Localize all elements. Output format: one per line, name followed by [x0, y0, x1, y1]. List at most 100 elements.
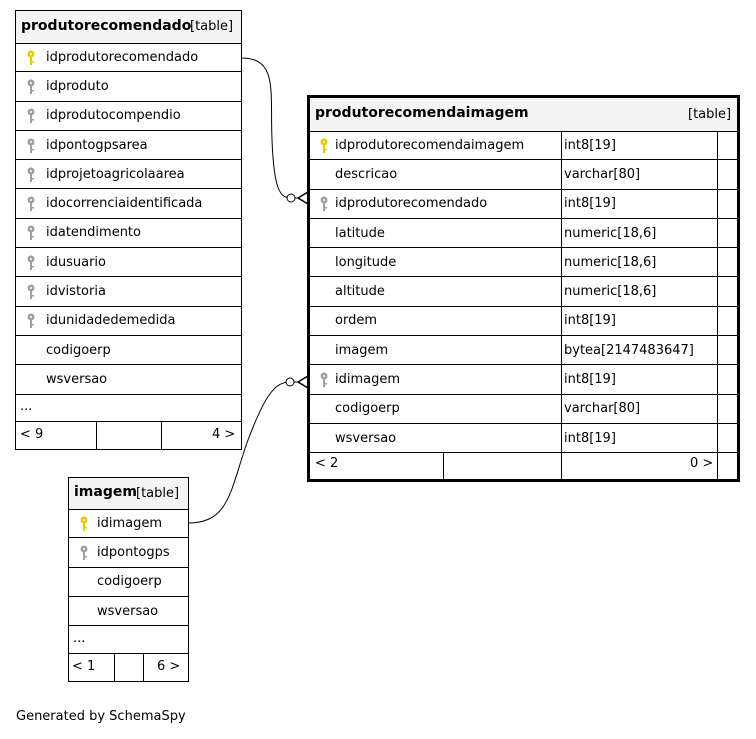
table-row: codigoerp [69, 568, 188, 597]
footer-divider [96, 422, 97, 450]
footer-divider [443, 453, 444, 479]
table-produtorecomendaimagem[interactable]: produtorecomendaimagem [table] idproduto… [307, 95, 740, 482]
column-name: idvistoria [46, 284, 106, 300]
table-type-label: [table] [190, 19, 234, 34]
table-row: idpontogpsarea [16, 131, 241, 161]
foreign-key-icon [26, 196, 36, 212]
children-count: 4 > [212, 427, 236, 442]
relationship-optional-marker [286, 193, 296, 203]
relationship-produtorecomendado-line [240, 57, 300, 199]
column-divider [717, 131, 718, 479]
table-row: wsversao int8[19] [310, 424, 737, 454]
column-name: idocorrenciaidentificada [46, 196, 203, 212]
column-divider [561, 131, 562, 453]
column-name: idproduto [46, 78, 109, 94]
table-type-label: [table] [136, 486, 180, 501]
column-name: idatendimento [46, 225, 141, 241]
children-count: 6 > [157, 659, 181, 674]
footer-divider [561, 453, 562, 479]
foreign-key-icon [319, 372, 329, 388]
column-type: varchar[80] [564, 401, 641, 417]
column-type: int8[19] [564, 313, 616, 329]
generated-by-label: Generated by SchemaSpy [16, 709, 186, 724]
table-header: imagem [table] [69, 478, 188, 510]
column-name: wsversao [335, 430, 397, 446]
primary-key-icon [26, 50, 36, 66]
column-name: wsversao [46, 371, 108, 387]
column-type: numeric[18,6] [564, 254, 657, 270]
table-footer: < 1 6 > [69, 653, 188, 682]
table-row: latitude numeric[18,6] [310, 219, 737, 249]
table-row: idimagem [69, 509, 188, 539]
table-footer: < 9 4 > [16, 421, 241, 450]
foreign-key-icon [26, 108, 36, 124]
table-header: produtorecomendado [table] [16, 11, 241, 44]
column-name: idprodutorecomendado [46, 49, 199, 65]
foreign-key-icon [26, 284, 36, 300]
table-row: idocorrenciaidentificada [16, 190, 241, 219]
table-row: idprodutorecomendado [16, 43, 241, 73]
foreign-key-icon [26, 138, 36, 154]
column-type: numeric[18,6] [564, 225, 657, 241]
column-name: descricao [335, 166, 398, 182]
more-columns-indicator: ... [20, 399, 33, 414]
column-type: numeric[18,6] [564, 284, 657, 300]
column-name: idusuario [46, 254, 106, 270]
table-row: idprodutorecomendado int8[19] [310, 190, 737, 219]
table-produtorecomendado[interactable]: produtorecomendado [table] idprodutoreco… [15, 10, 242, 450]
column-name: imagem [335, 342, 389, 358]
table-row: wsversao [16, 365, 241, 395]
footer-divider [114, 654, 115, 682]
foreign-key-icon [319, 196, 329, 212]
more-columns-indicator: ... [73, 631, 86, 646]
column-name: idprodutorecomendado [335, 196, 488, 212]
footer-divider [143, 654, 144, 682]
foreign-key-icon [79, 545, 89, 561]
column-type: varchar[80] [564, 166, 641, 182]
table-row: idusuario [16, 248, 241, 278]
column-name: codigoerp [335, 401, 400, 417]
table-header: produtorecomendaimagem [table] [310, 98, 737, 132]
relationship-many-marker [296, 375, 309, 389]
column-type: int8[19] [564, 196, 616, 212]
column-type: bytea[2147483647] [564, 342, 694, 358]
column-type: int8[19] [564, 430, 616, 446]
table-row: codigoerp [16, 336, 241, 366]
column-name: idpontogps [97, 544, 170, 560]
foreign-key-icon [26, 167, 36, 183]
column-name: idprojetoagricolaarea [46, 166, 185, 182]
column-name: idimagem [97, 515, 163, 531]
column-type: int8[19] [564, 372, 616, 388]
column-name: idprodutorecomendaimagem [335, 137, 525, 153]
table-row: wsversao [69, 597, 188, 627]
foreign-key-icon [26, 313, 36, 329]
table-row: idprodutocompendio [16, 102, 241, 131]
foreign-key-icon [26, 79, 36, 95]
foreign-key-icon [26, 225, 36, 241]
footer-divider [161, 422, 162, 450]
table-row: idproduto [16, 72, 241, 102]
table-footer: < 2 0 > [310, 453, 737, 479]
column-name: codigoerp [46, 342, 111, 358]
table-row: idunidadedemedida [16, 307, 241, 336]
table-row: imagem bytea[2147483647] [310, 336, 737, 366]
parents-count: < 9 [20, 427, 44, 442]
table-name: produtorecomendado [21, 18, 192, 34]
table-row: idvistoria [16, 277, 241, 307]
children-count: 0 > [690, 456, 714, 471]
table-row: descricao varchar[80] [310, 160, 737, 190]
parents-count: < 1 [72, 659, 96, 674]
table-type-label: [table] [688, 107, 732, 122]
table-name: produtorecomendaimagem [315, 105, 529, 121]
table-row: idpontogps [69, 538, 188, 568]
relationship-optional-marker [285, 377, 295, 387]
column-name: latitude [335, 225, 385, 241]
table-imagem[interactable]: imagem [table] idimagem idpontogps codigoe… [68, 477, 189, 682]
column-name: idunidadedemedida [46, 313, 176, 329]
foreign-key-icon [26, 255, 36, 271]
parents-count: < 2 [315, 456, 339, 471]
